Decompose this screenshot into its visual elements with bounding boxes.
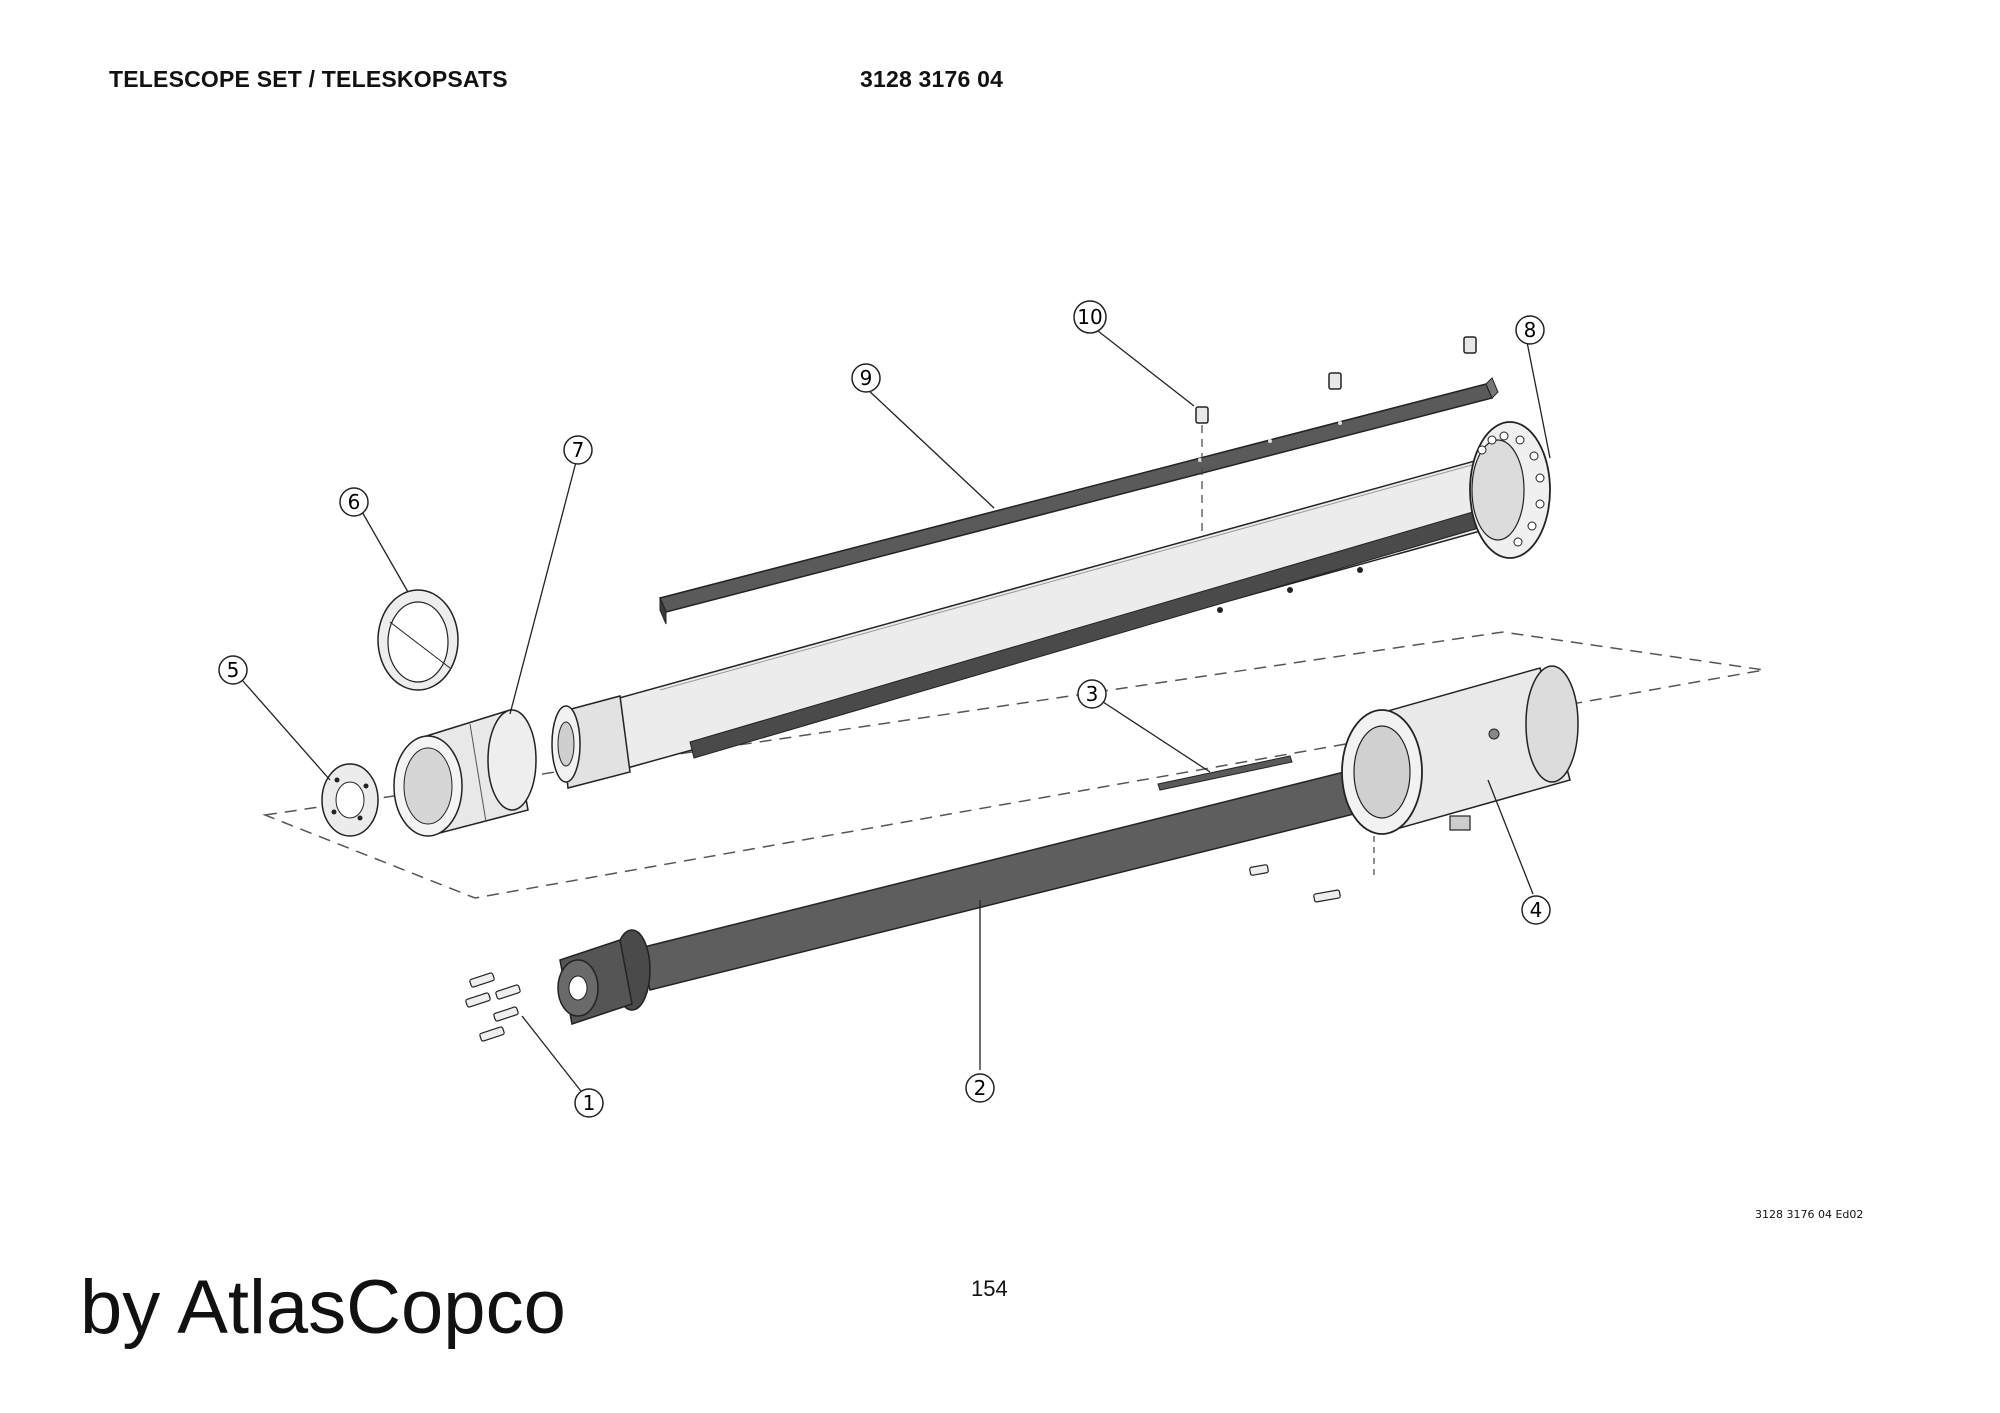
svg-text:1: 1 xyxy=(583,1091,596,1115)
leader-lines xyxy=(241,330,1551,1096)
page-number: 154 xyxy=(971,1276,1008,1301)
bushing-part xyxy=(393,709,537,837)
svg-text:8: 8 xyxy=(1524,318,1537,342)
page-title: TELESCOPE SET / TELESKOPSATS xyxy=(109,66,508,92)
drawing-reference: 3128 3176 04 Ed02 xyxy=(1755,1208,1864,1221)
cylinder-body-part xyxy=(1249,665,1579,903)
callout-2: 2 xyxy=(965,1073,995,1103)
telescope-tube-part xyxy=(551,421,1551,789)
callout-6: 6 xyxy=(339,487,369,517)
svg-text:5: 5 xyxy=(227,658,240,682)
svg-text:4: 4 xyxy=(1530,898,1543,922)
callout-4: 4 xyxy=(1521,895,1551,925)
svg-text:9: 9 xyxy=(860,366,873,390)
callout-8: 8 xyxy=(1515,315,1545,345)
svg-text:2: 2 xyxy=(974,1076,987,1100)
callout-5: 5 xyxy=(218,655,248,685)
svg-text:10: 10 xyxy=(1077,305,1102,329)
piston-rod-part xyxy=(557,769,1363,1025)
screws-set-part xyxy=(465,972,521,1042)
svg-text:6: 6 xyxy=(348,490,361,514)
callout-10: 10 xyxy=(1073,300,1107,334)
svg-text:7: 7 xyxy=(572,438,585,462)
split-ring-part xyxy=(377,589,459,691)
callout-9: 9 xyxy=(851,363,881,393)
brand-watermark: by AtlasCopco xyxy=(80,1265,566,1350)
callout-7: 7 xyxy=(563,435,593,465)
screw-part xyxy=(1195,336,1477,545)
svg-text:3: 3 xyxy=(1086,682,1099,706)
part-number: 3128 3176 04 xyxy=(860,66,1004,92)
callout-3: 3 xyxy=(1077,679,1107,709)
guide-strip-part xyxy=(658,377,1499,625)
washer-part xyxy=(321,763,379,837)
callout-1: 1 xyxy=(574,1088,604,1118)
thin-strip-part xyxy=(1157,755,1293,791)
